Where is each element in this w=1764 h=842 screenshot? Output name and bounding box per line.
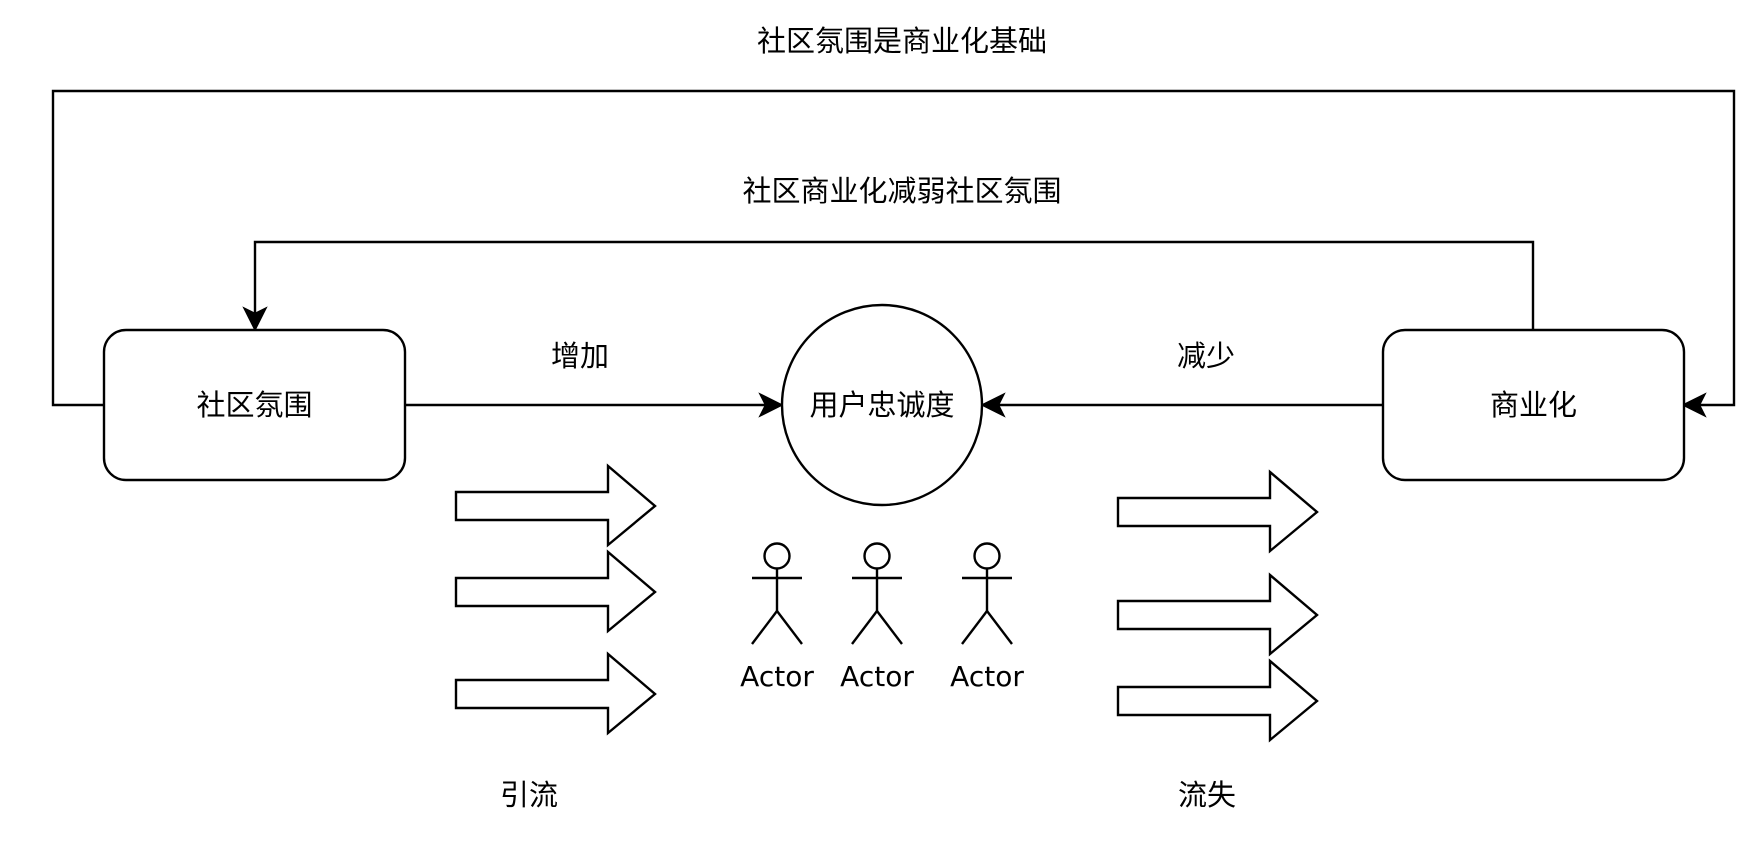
actor-3-label: Actor: [950, 660, 1024, 693]
node-community-atmosphere-box: [102, 328, 407, 482]
node-commercialization: 商业化: [1381, 328, 1686, 482]
edge-weaken-label: 社区商业化减弱社区氛围: [742, 174, 1061, 208]
node-community-atmosphere: 社区氛围: [102, 328, 407, 482]
actor-3: Actor: [950, 542, 1024, 693]
edge-weaken-line: [253, 240, 1535, 330]
edge-foundation-arrowhead: [1681, 392, 1707, 418]
actor-1-label: Actor: [740, 660, 814, 693]
outflow-arrow-2: [1116, 572, 1319, 657]
node-community-atmosphere-label: 社区氛围: [196, 388, 312, 422]
actor-2-label: Actor: [840, 660, 914, 693]
outflow-label: 流失: [1178, 778, 1236, 812]
node-user-loyalty: 用户忠诚度: [780, 303, 984, 507]
actor-1: Actor: [740, 542, 814, 693]
actor-2-icon: [851, 542, 903, 645]
edge-increase: 增加: [405, 339, 784, 418]
edge-increase-arrowhead: [758, 392, 784, 418]
inflow-arrow-1: [454, 463, 657, 548]
node-user-loyalty-label: 用户忠诚度: [809, 388, 954, 422]
node-commercialization-label: 商业化: [1490, 388, 1577, 422]
actor-3-icon: [961, 542, 1013, 645]
edge-foundation-line: [51, 89, 1736, 407]
inflow-arrows: 引流: [454, 463, 657, 812]
node-user-loyalty-circle: [780, 303, 984, 507]
actor-1-icon: [751, 542, 803, 645]
node-commercialization-box: [1381, 328, 1686, 482]
outflow-arrows: 流失: [1116, 469, 1319, 812]
edge-decrease: 减少: [980, 339, 1383, 418]
outflow-arrow-3: [1116, 658, 1319, 743]
edge-foundation: 社区氛围是商业化基础: [51, 24, 1736, 418]
edge-increase-label: 增加: [551, 339, 609, 373]
actor-2: Actor: [840, 542, 914, 693]
edge-weaken-arrowhead: [242, 306, 268, 332]
inflow-arrow-2: [454, 549, 657, 634]
inflow-label: 引流: [500, 778, 558, 812]
edge-foundation-label: 社区氛围是商业化基础: [757, 24, 1047, 58]
inflow-arrow-3: [454, 651, 657, 736]
edge-weaken: 社区商业化减弱社区氛围: [242, 174, 1535, 332]
edge-decrease-arrowhead: [980, 392, 1006, 418]
outflow-arrow-1: [1116, 469, 1319, 554]
edge-decrease-label: 减少: [1177, 339, 1235, 373]
